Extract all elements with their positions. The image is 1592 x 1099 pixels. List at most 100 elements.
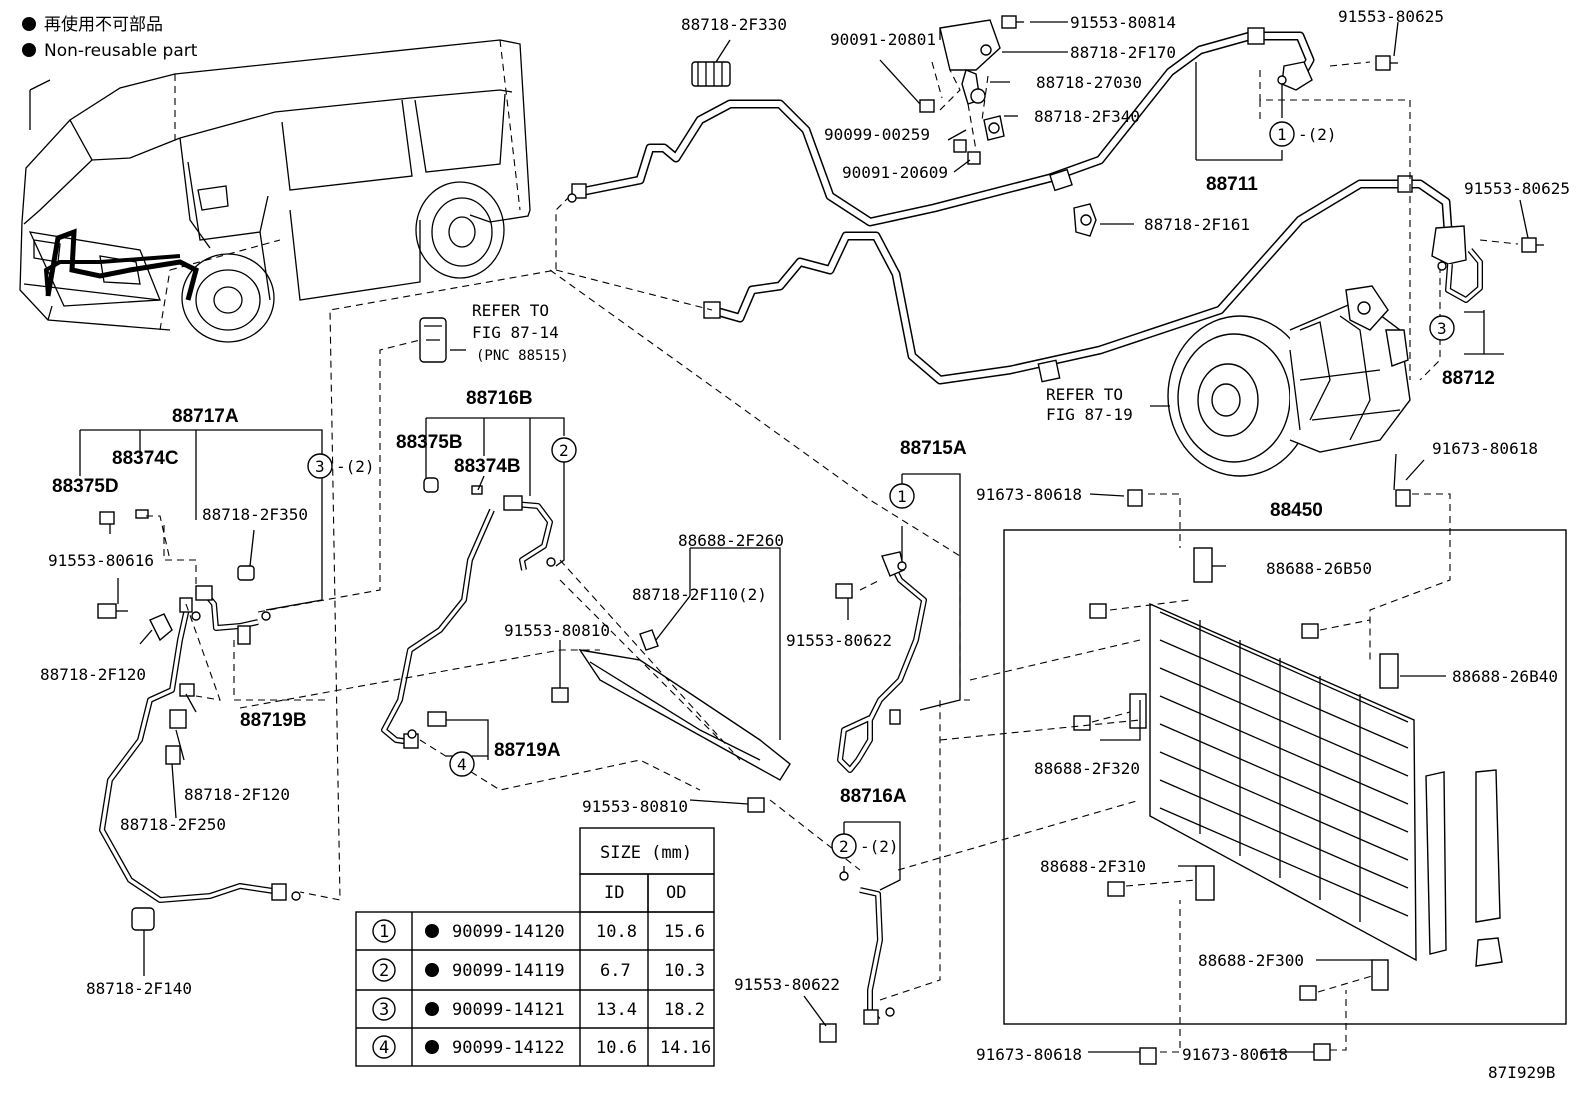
label-refer-87-14-line2: FIG 87-14 [472,323,559,342]
label-88718-2F120-lower: 88718-2F120 [184,785,290,804]
label-88688-26B50: 88688-26B50 [1266,559,1372,578]
label-88716A: 88716A [840,786,907,807]
callout-2-bottom-num: 2 [839,837,849,856]
legend-jp: 再使用不可部品 [44,14,163,35]
label-90091-20801: 90091-20801 [830,30,936,49]
label-88718-2F350: 88718-2F350 [202,505,308,524]
label-91553-80622-lower: 91553-80622 [734,975,840,994]
label-91673-80618-left: 91673-80618 [976,485,1082,504]
callout-3-top [1429,315,1455,341]
non-reusable-dot-icon [425,1040,439,1054]
size-row-od: 18.2 [664,1000,705,1020]
label-88718-2F140: 88718-2F140 [86,979,192,998]
callout-1-right [889,483,915,509]
label-91553-80810-mid: 91553-80810 [504,621,610,640]
label-88688-2F320: 88688-2F320 [1034,759,1140,778]
size-row-id: 13.4 [596,1000,637,1020]
callout-3-left-num: 3 [315,457,325,476]
label-88718-2F340: 88718-2F340 [1034,107,1140,126]
size-row-part: 90099-14119 [452,961,565,981]
size-row-ref: 3 [379,1000,389,1020]
label-88688-2F260: 88688-2F260 [678,531,784,550]
label-91673-80618-bottom-left: 91673-80618 [976,1045,1082,1064]
pipe-88716a [819,887,883,1043]
label-88450: 88450 [1270,500,1323,521]
label-91553-80810-low: 91553-80810 [582,797,688,816]
label-91553-80622-upper: 91553-80622 [786,631,892,650]
label-88374B: 88374B [454,456,521,477]
size-row-ref: 4 [379,1038,389,1058]
label-88718-2F330: 88718-2F330 [681,15,787,34]
label-88718-2F170: 88718-2F170 [1070,43,1176,62]
size-table-col-id: ID [604,883,624,903]
pipe-88715a [835,551,927,773]
label-88718-2F110: 88718-2F110(2) [632,585,767,604]
label-88716B: 88716B [466,388,533,409]
callout-1-top-qty: -(2) [1298,125,1337,144]
pipe-88711 [571,27,1315,227]
label-91553-80625-top: 91553-80625 [1338,7,1444,26]
label-91553-80616: 91553-80616 [48,551,154,570]
label-91673-80618-bottom-right: 91673-80618 [1182,1045,1288,1064]
label-88715A: 88715A [900,438,967,459]
label-88375B: 88375B [396,432,463,453]
non-reusable-dot-icon [425,963,439,977]
callout-4 [449,751,475,777]
legend-dot-icon [22,43,36,57]
size-row-od: 10.3 [664,961,705,981]
size-table-title: SIZE (mm) [600,843,692,863]
size-row-od: 15.6 [664,922,705,942]
non-reusable-dot-icon [425,924,439,938]
label-88718-2F120-upper: 88718-2F120 [40,665,146,684]
label-88712: 88712 [1442,368,1495,389]
callout-1-top [1269,121,1295,147]
van-illustration [19,39,531,343]
callout-3-left [307,453,333,479]
label-88718-2F250: 88718-2F250 [120,815,226,834]
size-table-col-od: OD [666,883,686,903]
label-91673-80618-topright: 91673-80618 [1432,439,1538,458]
size-row-ref: 1 [379,922,389,942]
label-refer-87-14-pnc: (PNC 88515) [476,348,569,364]
part-labels: 88718-2F330 90091-20801 91553-80814 9155… [40,7,1570,1082]
size-row-id: 10.8 [596,922,637,942]
size-row-id: 6.7 [600,961,631,981]
callout-4-num: 4 [457,755,467,774]
label-88688-2F300: 88688-2F300 [1198,951,1304,970]
label-88375D: 88375D [52,476,119,497]
pipe-88716b [381,317,791,813]
size-row-part: 90099-14120 [452,922,565,942]
figure-id: 87I929B [1488,1063,1555,1082]
bracket-cluster [691,15,1544,253]
label-88719A: 88719A [494,740,561,761]
size-row-ref-circle [372,1035,396,1059]
callout-circles: 1 -(2) 3 3 -(2) 2 4 1 2 -(2) [191,75,1455,1017]
callout-2-bottom-qty: -(2) [860,837,899,856]
legend-dot-icon [22,17,36,31]
callout-2-bottom [831,833,857,859]
size-row-ref: 2 [379,961,389,981]
label-88374C: 88374C [112,448,179,469]
label-90091-20609: 90091-20609 [842,163,948,182]
label-88719B: 88719B [240,710,307,731]
size-table: SIZE (mm) ID OD 1 90099-14120 10.8 15.6 … [355,827,715,1067]
label-91553-80814: 91553-80814 [1070,13,1176,32]
size-row-ref-circle [372,919,396,943]
legend: 再使用不可部品 Non-reusable part [22,14,198,61]
size-row-part: 90099-14122 [452,1038,565,1058]
label-90099-00259: 90099-00259 [824,125,930,144]
label-88718-27030: 88718-27030 [1036,73,1142,92]
label-refer-87-14-line1: REFER TO [472,301,549,320]
label-refer-87-19-line2: FIG 87-19 [1046,405,1133,424]
size-row-od: 14.16 [660,1038,711,1058]
callout-1-right-num: 1 [897,487,907,506]
callout-2-mid-num: 2 [559,441,569,460]
callout-3-top-num: 3 [1437,319,1447,338]
size-row-part: 90099-14121 [452,1000,565,1020]
label-88718-2F161: 88718-2F161 [1144,215,1250,234]
label-88688-26B40: 88688-26B40 [1452,667,1558,686]
label-91553-80625-right: 91553-80625 [1464,179,1570,198]
compressor [1167,285,1411,477]
legend-en: Non-reusable part [44,41,198,61]
